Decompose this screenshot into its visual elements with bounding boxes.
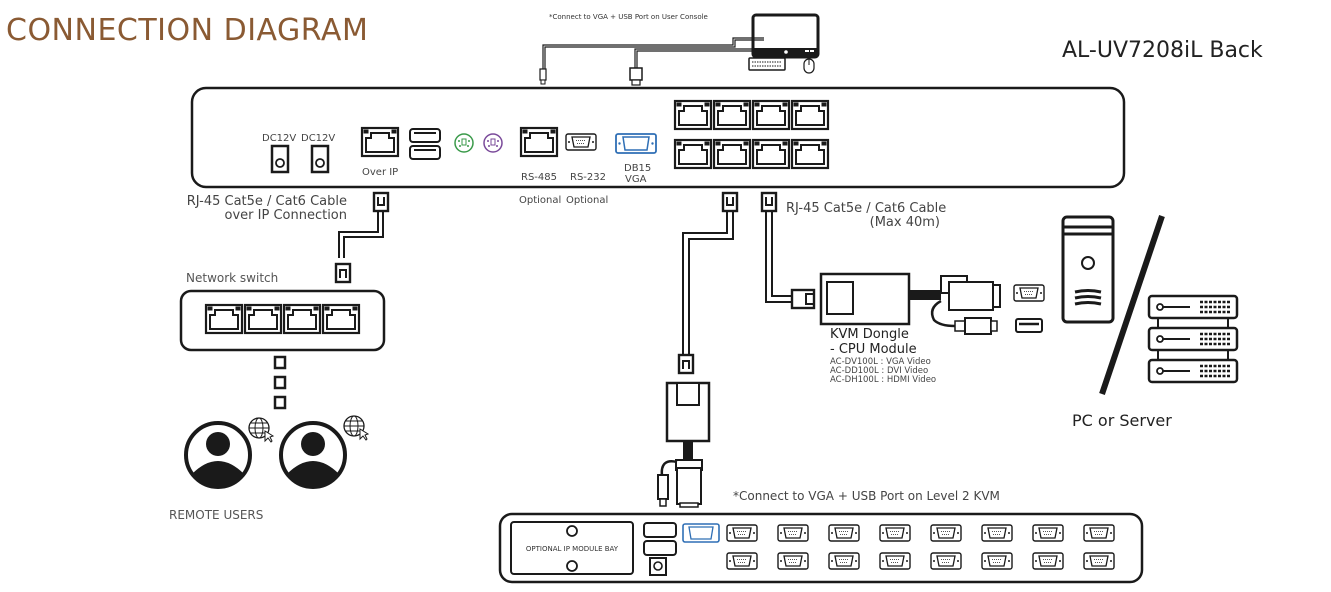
model-label: AL-UV7208iL Back [1062,38,1263,63]
ps2-keyboard-port[interactable] [454,133,474,153]
level2-note: *Connect to VGA + USB Port on Level 2 KV… [733,489,1000,503]
optional-ip-module-bay-label: OPTIONAL IP MODULE BAY [526,545,619,553]
level2-kvm-unit: OPTIONAL IP MODULE BAY [498,512,1144,584]
ps2-mouse-port[interactable] [483,133,503,153]
diagram-title: CONNECTION DIAGRAM [6,13,368,48]
ip-cable-label-line1: RJ-45 Cat5e / Cat6 Cable [187,194,347,209]
main-kvm-unit: DC12V DC12V Over IP [190,86,1126,189]
monitor-icon [751,13,820,59]
mouse-icon [803,58,815,74]
dc-power-port-1[interactable] [270,144,290,174]
globe-cursor-icon-1 [248,417,275,443]
remote-user-icon-2 [279,421,347,489]
network-switch-label: Network switch [186,271,278,285]
optional-label-2: Optional [566,195,608,206]
remote-user-icon-1 [184,421,252,489]
server-rack-icon [1147,294,1239,384]
keyboard-icon [748,57,786,71]
level2-cable [657,191,739,508]
network-switch [179,289,386,352]
cpu-cable-label-line2: (Max 40m) [870,215,940,230]
dongle-model-vga: AC-DV100L : VGA Video [830,357,931,367]
dc12v-label-2: DC12V [301,133,335,144]
dongle-model-hdmi: AC-DH100L : HDMI Video [830,375,936,385]
rs232-label: RS-232 [570,172,606,183]
ip-cable [334,191,390,284]
pc-vga-port-icon [1013,284,1045,302]
dongle-cable [760,191,816,310]
globe-cursor-icon-2 [343,415,370,441]
dongle-model-dvi: AC-DD100L : DVI Video [830,366,928,376]
level2-console-vga-port[interactable] [682,523,720,543]
rs232-port[interactable] [565,133,597,151]
pc-tower-icon [1061,215,1115,324]
dongle-title-2: - CPU Module [830,342,917,357]
over-ip-port[interactable] [360,126,400,158]
dc12v-label-1: DC12V [262,133,296,144]
cpu-cable-label-line1: RJ-45 Cat5e / Cat6 Cable [786,201,946,216]
dc-power-port-2[interactable] [310,144,330,174]
kvm-dongle [819,272,1001,335]
usb-ports[interactable] [409,128,441,160]
ellipsis-dots [273,355,287,410]
optional-label-1: Optional [519,195,561,206]
console-cables [539,37,764,86]
db15-vga-port[interactable] [615,133,657,154]
ip-cable-label-line2: over IP Connection [225,208,347,223]
console-note: *Connect to VGA + USB Port on User Conso… [549,13,708,21]
pc-or-server-label: PC or Server [1072,411,1172,430]
remote-users-label: REMOTE USERS [169,508,263,522]
dongle-title-1: KVM Dongle [830,327,909,342]
pc-usb-port-icon [1015,318,1043,333]
divider-slash [1099,215,1165,395]
vga-label: VGA [625,174,647,185]
over-ip-label: Over IP [362,167,398,178]
rs485-port[interactable] [519,126,559,158]
db15-label: DB15 [624,163,651,174]
rs485-label: RS-485 [521,172,557,183]
